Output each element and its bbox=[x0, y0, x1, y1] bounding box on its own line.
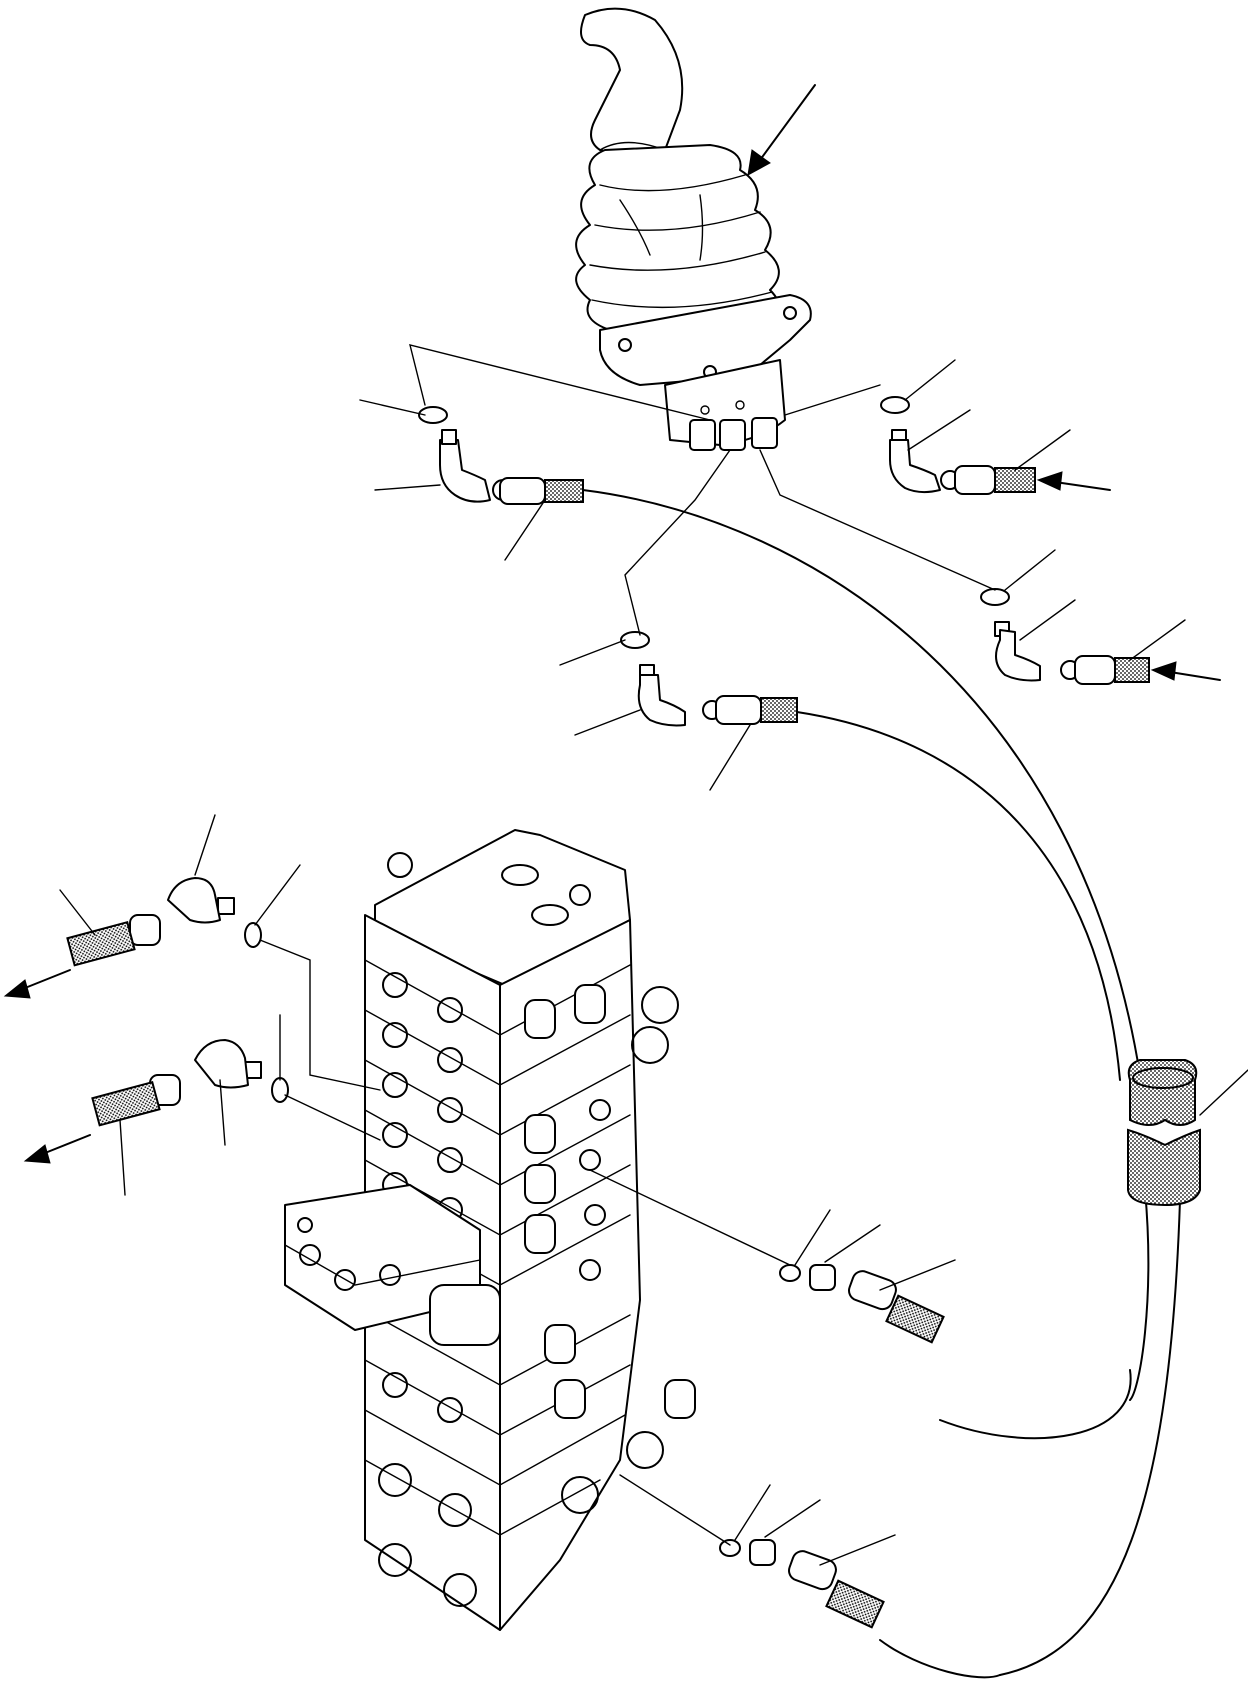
elbow-fitting-icon bbox=[620, 631, 798, 727]
protective-sleeve-icon bbox=[1127, 1059, 1201, 1207]
elbow-fitting-icon bbox=[418, 406, 584, 505]
elbow-fitting-icon bbox=[980, 588, 1150, 685]
straight-fitting-icon bbox=[719, 1539, 885, 1629]
elbow-fitting-icon bbox=[91, 1039, 289, 1127]
elbow-fitting-icon bbox=[66, 877, 262, 967]
joystick-lever-icon bbox=[575, 7, 812, 451]
elbow-fitting-icon bbox=[880, 396, 1036, 495]
straight-fitting-icon bbox=[779, 1264, 945, 1344]
control-valve-block-icon bbox=[284, 829, 696, 1631]
